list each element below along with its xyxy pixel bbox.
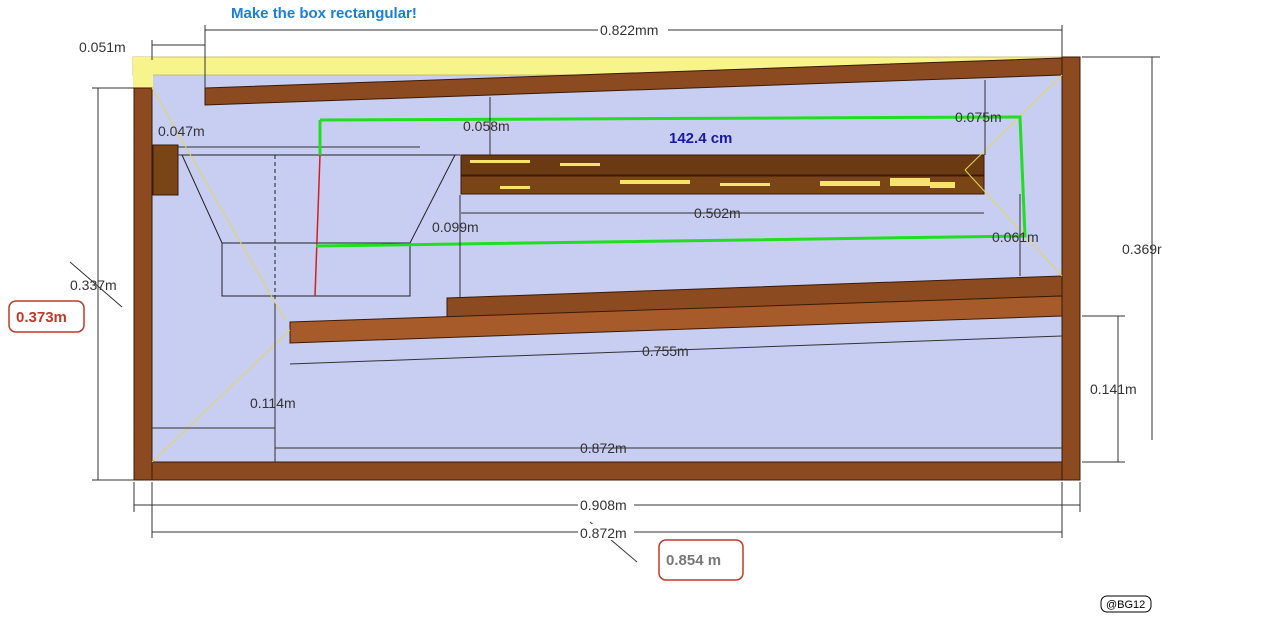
dim-gap-top-left: 0.058m bbox=[463, 118, 510, 134]
green-path bbox=[315, 115, 1027, 248]
driver-flange bbox=[152, 144, 179, 196]
bottom-wall bbox=[151, 461, 1063, 481]
dim-driver-depth: 0.047m bbox=[158, 123, 205, 139]
lower-panel bbox=[289, 295, 1063, 344]
dim-lower-panel: 0.755m bbox=[642, 343, 689, 359]
dim-bottom-gap: 0.114m bbox=[250, 395, 296, 411]
dim-top-offset: 0.051m bbox=[79, 39, 126, 55]
author-badge bbox=[1100, 595, 1152, 613]
dim-left-height: 0.337m bbox=[70, 277, 117, 293]
dim-top-width: 0.822mm bbox=[600, 22, 658, 38]
dimension-lines bbox=[69, 25, 1160, 563]
dim-left-height-corrected: 0.373m bbox=[16, 309, 67, 326]
box-interior bbox=[152, 60, 1062, 462]
dim-inner-width: 0.872m bbox=[580, 525, 627, 541]
dim-inner-width-corrected: 0.854 m bbox=[666, 552, 721, 569]
shelf-speckles bbox=[470, 160, 955, 189]
dim-outer-width: 0.908m bbox=[580, 497, 627, 513]
left-correction-box bbox=[8, 300, 85, 333]
dim-right-height: 0.369r bbox=[1122, 241, 1162, 257]
dim-inner-length: 0.502m bbox=[694, 205, 741, 221]
path-length-label: 142.4 cm bbox=[669, 130, 732, 147]
dim-right-gap: 0.061m bbox=[992, 229, 1039, 245]
shelf-plank-upper bbox=[460, 154, 985, 176]
dim-inner-bottom: 0.872m bbox=[580, 440, 627, 456]
bottom-correction-box bbox=[658, 539, 744, 581]
right-wall bbox=[1061, 56, 1081, 481]
top-left-highlight bbox=[133, 57, 153, 89]
dim-right-lower: 0.141m bbox=[1090, 381, 1137, 397]
author-badge-text: @BG12 bbox=[1106, 599, 1145, 611]
dim-port-gap: 0.099m bbox=[432, 219, 479, 235]
driver-magnet bbox=[221, 242, 411, 297]
note-text: Make the box rectangular! bbox=[231, 5, 417, 22]
left-wall bbox=[133, 87, 153, 481]
dim-gap-top-right: 0.075m bbox=[955, 109, 1002, 125]
